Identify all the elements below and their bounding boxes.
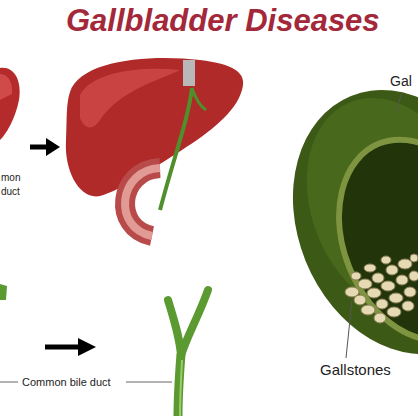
duodenum [125,168,160,236]
part-label: Gal [390,74,412,89]
diagram-title: Gallbladder Diseases [66,4,380,38]
part-label: Gallstones [320,362,391,379]
arrow-shaft [30,145,48,150]
part-label: mon [1,172,20,183]
gallstones [345,254,418,323]
leader-line [346,300,352,358]
liver-highlight [0,74,12,100]
hepatic-duct [181,290,208,356]
arrow-shaft [45,345,80,350]
bile-duct-branch [192,88,206,110]
part-label: duct [1,186,20,197]
bile-duct [160,88,192,210]
liver-fragment [0,68,20,140]
gallbladder-cut [310,116,418,364]
duodenum-inner [125,168,160,236]
liver-highlight [80,69,180,128]
leader-line [396,92,402,112]
common-bile-duct [178,354,181,416]
leader-line [126,382,172,383]
part-label: Common bile duct [22,376,111,388]
arrow-head [78,338,96,356]
duct-fragment [0,284,7,300]
leader-line [0,382,18,383]
arrow-head [46,138,60,156]
hepatic-duct [168,300,181,356]
duct-highlight [180,360,182,416]
gallbladder [255,57,418,387]
ligament [183,60,195,86]
